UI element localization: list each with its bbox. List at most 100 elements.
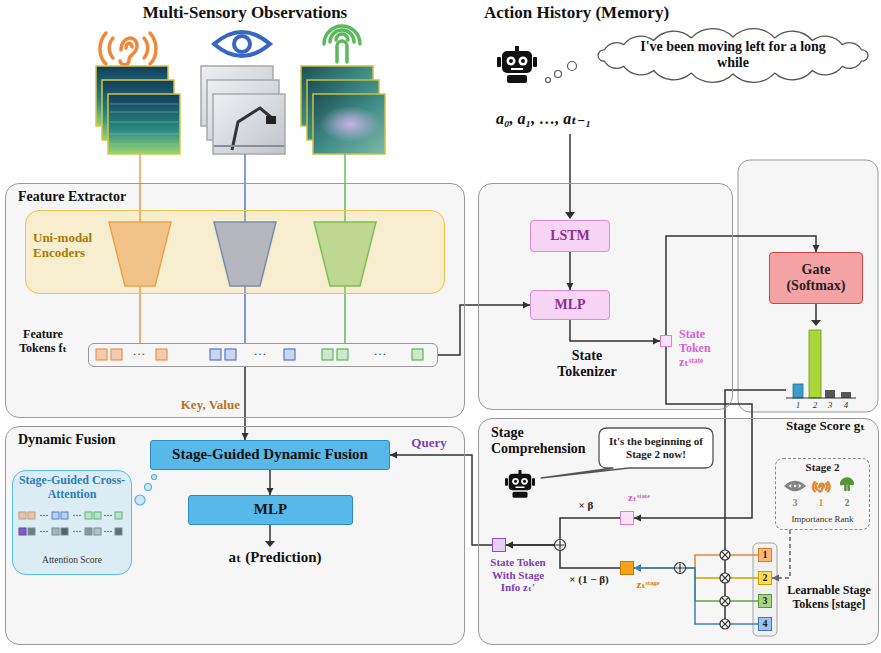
fused-token: State Token With Stage Info zₜ′ bbox=[492, 538, 506, 552]
lstm-box: LSTM bbox=[530, 220, 610, 252]
thought-dots bbox=[555, 71, 562, 78]
stage-token: 1 bbox=[758, 548, 772, 562]
thought-dots bbox=[546, 62, 577, 83]
node-text: Stage Comprehension bbox=[491, 425, 601, 457]
state-token: State Token zₜˢᵗᵃᵗᵉ bbox=[660, 335, 672, 347]
ellipsis: … bbox=[124, 344, 154, 359]
text-slot: zₜˢᵗᵃᵍᵉ bbox=[619, 578, 677, 591]
thought-dots bbox=[546, 78, 551, 83]
text-slot: Uni-modal Encoders bbox=[33, 231, 107, 261]
touch-icon bbox=[324, 26, 360, 62]
vision-frames bbox=[214, 145, 284, 147]
text-slot: × (1 − β) bbox=[560, 573, 618, 586]
text-slot: 4 bbox=[841, 400, 851, 410]
node-text: zₜˢᵗᵃᵗᵉ bbox=[609, 491, 669, 504]
mlp-box: MLP bbox=[188, 495, 353, 525]
text-slot: Stage 2 bbox=[776, 461, 869, 474]
stage-comprehension-panel: Stage ComprehensionIt's the beginning of… bbox=[478, 418, 879, 645]
state-tokenizer-panel: State TokenizerLSTMMLPState Token zₜˢᵗᵃᵗ… bbox=[478, 183, 733, 410]
node-text: 4 bbox=[763, 618, 768, 630]
node-text: Gate (Softmax) bbox=[775, 262, 857, 294]
rank-number: 2 bbox=[841, 497, 853, 509]
text-slot: Stage-Guided Cross-Attention bbox=[16, 474, 128, 502]
text-slot: State Tokenizer bbox=[541, 348, 633, 380]
stage-token: 3 bbox=[758, 594, 772, 608]
text-slot: … bbox=[238, 344, 282, 359]
node-text: State Token zₜˢᵗᵃᵗᵉ bbox=[679, 328, 737, 369]
axis-tick: 3 bbox=[825, 400, 835, 410]
vision-frames bbox=[266, 116, 276, 124]
gate-box: Gate (Softmax) bbox=[769, 252, 863, 304]
audio-spectrogram bbox=[110, 104, 178, 144]
speech-outline bbox=[541, 428, 713, 478]
robot-icon bbox=[497, 46, 537, 83]
tactile-frames bbox=[313, 94, 385, 154]
speech-bubble: It's the beginning of Stage 2 now! bbox=[599, 428, 713, 468]
text-slot: 2 bbox=[841, 497, 853, 509]
cross-attention-bubble: Stage-Guided Cross-AttentionAttention Sc… bbox=[12, 470, 132, 575]
text-slot: Importance Rank bbox=[776, 514, 869, 524]
chart-title: Stage Score gₜ bbox=[772, 419, 879, 434]
text-slot: 1 bbox=[815, 497, 827, 509]
text-slot: Dynamic Fusion bbox=[18, 432, 238, 448]
text-slot: State Token zₜˢᵗᵃᵗᵉ bbox=[679, 328, 737, 369]
node-text: State Token With Stage Info zₜ′ bbox=[483, 556, 553, 594]
dynamic-fusion-panel: Dynamic FusionStage-Guided Cross-Attenti… bbox=[5, 426, 465, 645]
text-slot: Key, Value bbox=[166, 398, 240, 413]
vision-frames bbox=[232, 108, 272, 150]
stage-token: zₜˢᵗᵃᵍᵉ bbox=[620, 561, 634, 575]
axis-tick: 1 bbox=[793, 400, 803, 410]
gate-panel bbox=[738, 160, 878, 412]
text-slot: Query bbox=[398, 436, 460, 451]
edge-label: × β bbox=[568, 499, 604, 512]
output-label: aₜ (Prediction) bbox=[210, 549, 340, 566]
stage-score-chart bbox=[809, 330, 821, 398]
node-text: MLP bbox=[254, 501, 287, 518]
importance-box: Stage 2 Importance Rank bbox=[775, 458, 870, 530]
text-slot: Stage Score gₜ bbox=[772, 419, 879, 434]
node-text: Stage-Guided Cross-Attention bbox=[16, 474, 128, 502]
node-text: Feature Tokens fₜ bbox=[9, 328, 77, 356]
fusion-box: Stage-Guided Dynamic Fusion bbox=[150, 440, 390, 470]
edge-label: Key, Value bbox=[166, 398, 240, 413]
ear-icon bbox=[100, 33, 156, 65]
text-slot: a₀, a₁, …, aₜ₋₁ bbox=[496, 110, 656, 128]
edge-label: Query bbox=[398, 436, 460, 451]
node-text: Importance Rank bbox=[776, 514, 869, 524]
text-slot: zₜˢᵗᵃᵗᵉ bbox=[609, 491, 669, 504]
text-slot: 2 bbox=[810, 400, 820, 410]
node-text: Dynamic Fusion bbox=[18, 432, 238, 448]
text-slot: Feature Tokens fₜ bbox=[9, 328, 77, 356]
stage-score-chart bbox=[841, 392, 851, 398]
stage-score-chart bbox=[786, 330, 856, 398]
state-token: zₜˢᵗᵃᵗᵉ bbox=[620, 511, 634, 525]
thought-dots bbox=[568, 62, 577, 71]
stage-score-chart bbox=[825, 390, 835, 398]
node-text: 1 bbox=[763, 549, 768, 561]
text-slot: Action History (Memory) bbox=[484, 3, 694, 23]
text-slot: 3 bbox=[789, 497, 801, 509]
node-text: I've been moving left for a long while bbox=[633, 39, 833, 71]
node-text: Feature Extractor bbox=[18, 189, 238, 205]
vision-frames bbox=[201, 66, 285, 154]
node-text: 3 bbox=[763, 595, 768, 607]
node-text: It's the beginning of Stage 2 now! bbox=[607, 435, 705, 460]
node-text: LSTM bbox=[550, 228, 590, 244]
text-slot: Feature Extractor bbox=[18, 189, 238, 205]
stage-token: 2 bbox=[758, 571, 772, 585]
node-text: State Tokenizer bbox=[541, 348, 633, 380]
node-text: Uni-modal Encoders bbox=[33, 231, 107, 261]
rank-number: 3 bbox=[789, 497, 801, 509]
node-text: Stage-Guided Dynamic Fusion bbox=[172, 446, 368, 463]
tactile-frames bbox=[301, 66, 385, 154]
node-text: zₜˢᵗᵃᵍᵉ bbox=[619, 578, 677, 591]
text-slot: 3 bbox=[825, 400, 835, 410]
gate-arrow bbox=[811, 320, 821, 326]
stage-score-chart bbox=[786, 397, 856, 398]
feature-extractor-panel: Feature ExtractorUni-modal EncodersFeatu… bbox=[5, 183, 465, 418]
stage-score-chart bbox=[793, 384, 803, 398]
ellipsis: … bbox=[350, 344, 410, 359]
thought-cloud: I've been moving left for a long while bbox=[587, 26, 879, 85]
node-text: 2 bbox=[763, 572, 768, 584]
